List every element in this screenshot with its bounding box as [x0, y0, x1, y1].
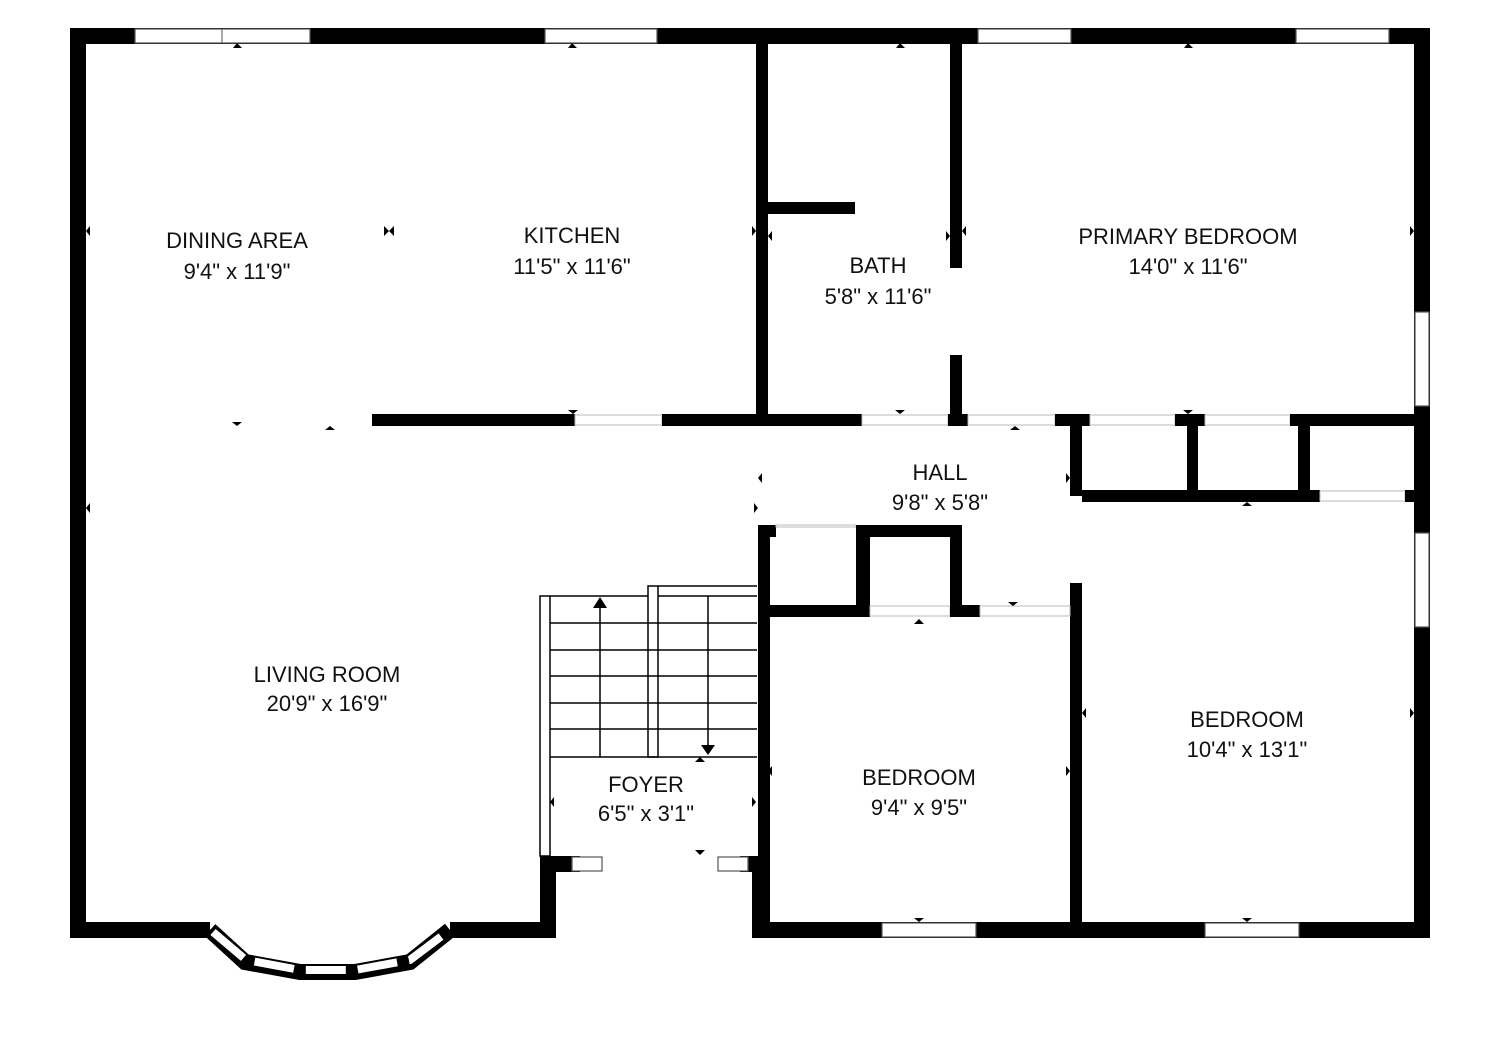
- room-name: LIVING ROOM: [254, 662, 401, 687]
- room-size: 10'4" x 13'1": [1187, 737, 1308, 762]
- room-name: KITCHEN: [524, 223, 621, 248]
- room-size: 6'5" x 3'1": [598, 801, 694, 826]
- room-bedroom-1: BEDROOM 9'4" x 9'5": [862, 765, 976, 820]
- room-size: 9'8" x 5'8": [892, 490, 988, 515]
- interior-walls: [372, 44, 1414, 922]
- room-size: 11'5" x 11'6": [513, 254, 630, 279]
- windows: [134, 28, 1430, 938]
- room-size: 20'9" x 16'9": [267, 691, 388, 716]
- room-size: 5'8" x 11'6": [825, 284, 932, 309]
- room-dining: DINING AREA 9'4" x 11'9": [166, 228, 308, 284]
- staircase: [539, 585, 757, 857]
- room-bath: BATH 5'8" x 11'6": [825, 253, 932, 309]
- room-name: BEDROOM: [1190, 707, 1304, 732]
- room-name: DINING AREA: [166, 228, 308, 253]
- room-living: LIVING ROOM 20'9" x 16'9": [254, 662, 401, 716]
- dimension-markers: [86, 43, 1414, 922]
- room-primary-bedroom: PRIMARY BEDROOM 14'0" x 11'6": [1078, 224, 1297, 279]
- room-name: HALL: [912, 460, 967, 485]
- room-size: 14'0" x 11'6": [1128, 254, 1247, 279]
- room-kitchen: KITCHEN 11'5" x 11'6": [513, 223, 630, 279]
- room-size: 9'4" x 9'5": [871, 795, 967, 820]
- room-name: BEDROOM: [862, 765, 976, 790]
- room-name: FOYER: [608, 772, 684, 797]
- stair-down-arrow-icon: [701, 745, 715, 755]
- room-hall: HALL 9'8" x 5'8": [892, 460, 988, 515]
- room-name: BATH: [849, 253, 906, 278]
- stair-up-arrow-icon: [593, 597, 607, 608]
- room-size: 9'4" x 11'9": [184, 259, 291, 284]
- room-name: PRIMARY BEDROOM: [1078, 224, 1297, 249]
- room-bedroom-2: BEDROOM 10'4" x 13'1": [1187, 707, 1308, 762]
- room-foyer: FOYER 6'5" x 3'1": [598, 772, 694, 826]
